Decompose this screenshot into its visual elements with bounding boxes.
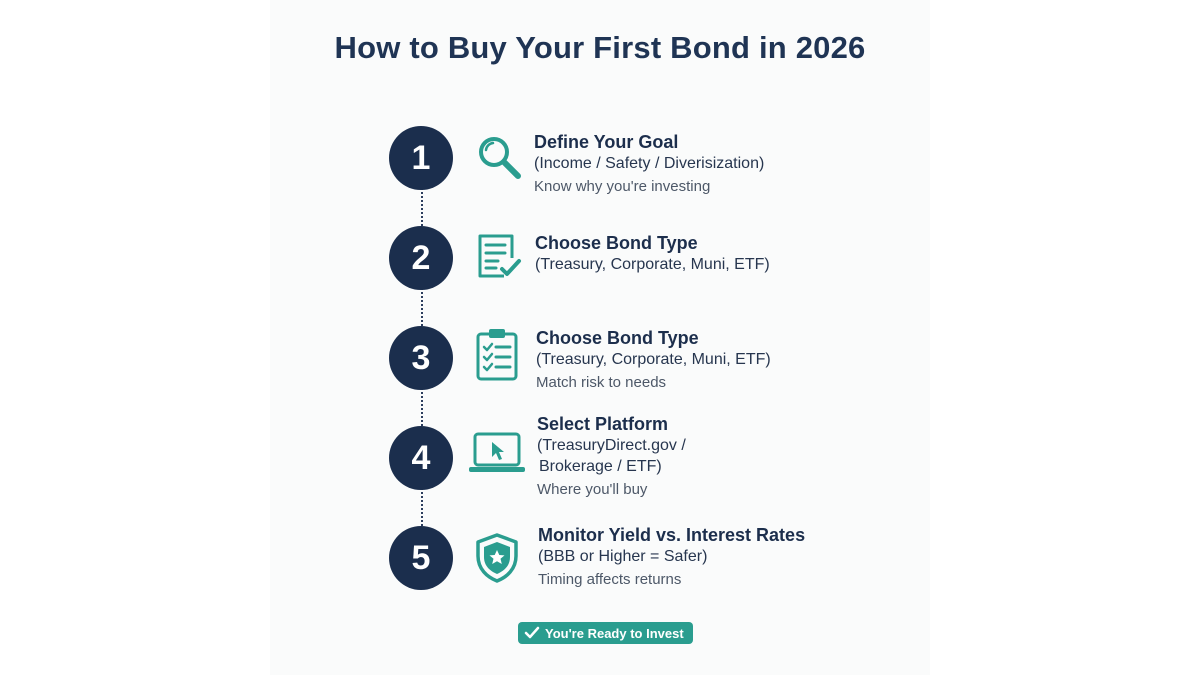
step-2-heading: Choose Bond Type [535,233,698,253]
background-panel [270,0,930,675]
step-5-detail: (BBB or Higher = Safer) [538,548,708,565]
magnifier-icon [474,132,524,182]
step-4-text: Select Platform (TreasuryDirect.gov / Br… [537,413,686,500]
step-1-detail: (Income / Safety / Diverisization) [534,155,765,172]
ready-badge-label: You're Ready to Invest [545,625,684,641]
step-5-note: Timing affects returns [538,571,682,588]
step-4-heading: Select Platform [537,414,669,434]
step-number-5: 5 [389,526,453,590]
step-5-text: Monitor Yield vs. Interest Rates (BBB or… [538,524,805,590]
step-1-text: Define Your Goal (Income / Safety / Dive… [534,131,764,197]
step-2-detail: (Treasury, Corporate, Muni, ETF) [535,256,770,273]
step-3-detail: (Treasury, Corporate, Muni, ETF) [536,351,771,368]
step-4-detail-line-1: (TreasuryDirect.gov / [537,437,686,454]
ready-badge: You're Ready to Invest [518,622,693,644]
step-3-heading: Choose Bond Type [536,328,699,348]
step-number-2: 2 [389,226,453,290]
step-3-text: Choose Bond Type (Treasury, Corporate, M… [536,327,771,393]
shield-star-icon [474,532,520,584]
step-1-heading: Define Your Goal [534,132,679,152]
laptop-icon [467,430,527,474]
checklist-icon [474,232,524,282]
step-number-3: 3 [389,326,453,390]
step-3-note: Match risk to needs [536,374,667,391]
step-5-heading: Monitor Yield vs. Interest Rates [538,525,806,545]
step-2-text: Choose Bond Type (Treasury, Corporate, M… [535,232,770,275]
step-number-4: 4 [389,426,453,490]
clipboard-icon [474,326,520,382]
step-4-detail-line-2: Brokerage / ETF) [539,458,662,475]
page-title: How to Buy Your First Bond in 2026 [334,30,866,65]
check-icon [524,626,540,640]
step-4-note: Where you'll buy [537,481,648,498]
step-1-note: Know why you're investing [534,178,711,195]
step-number-1: 1 [389,126,453,190]
